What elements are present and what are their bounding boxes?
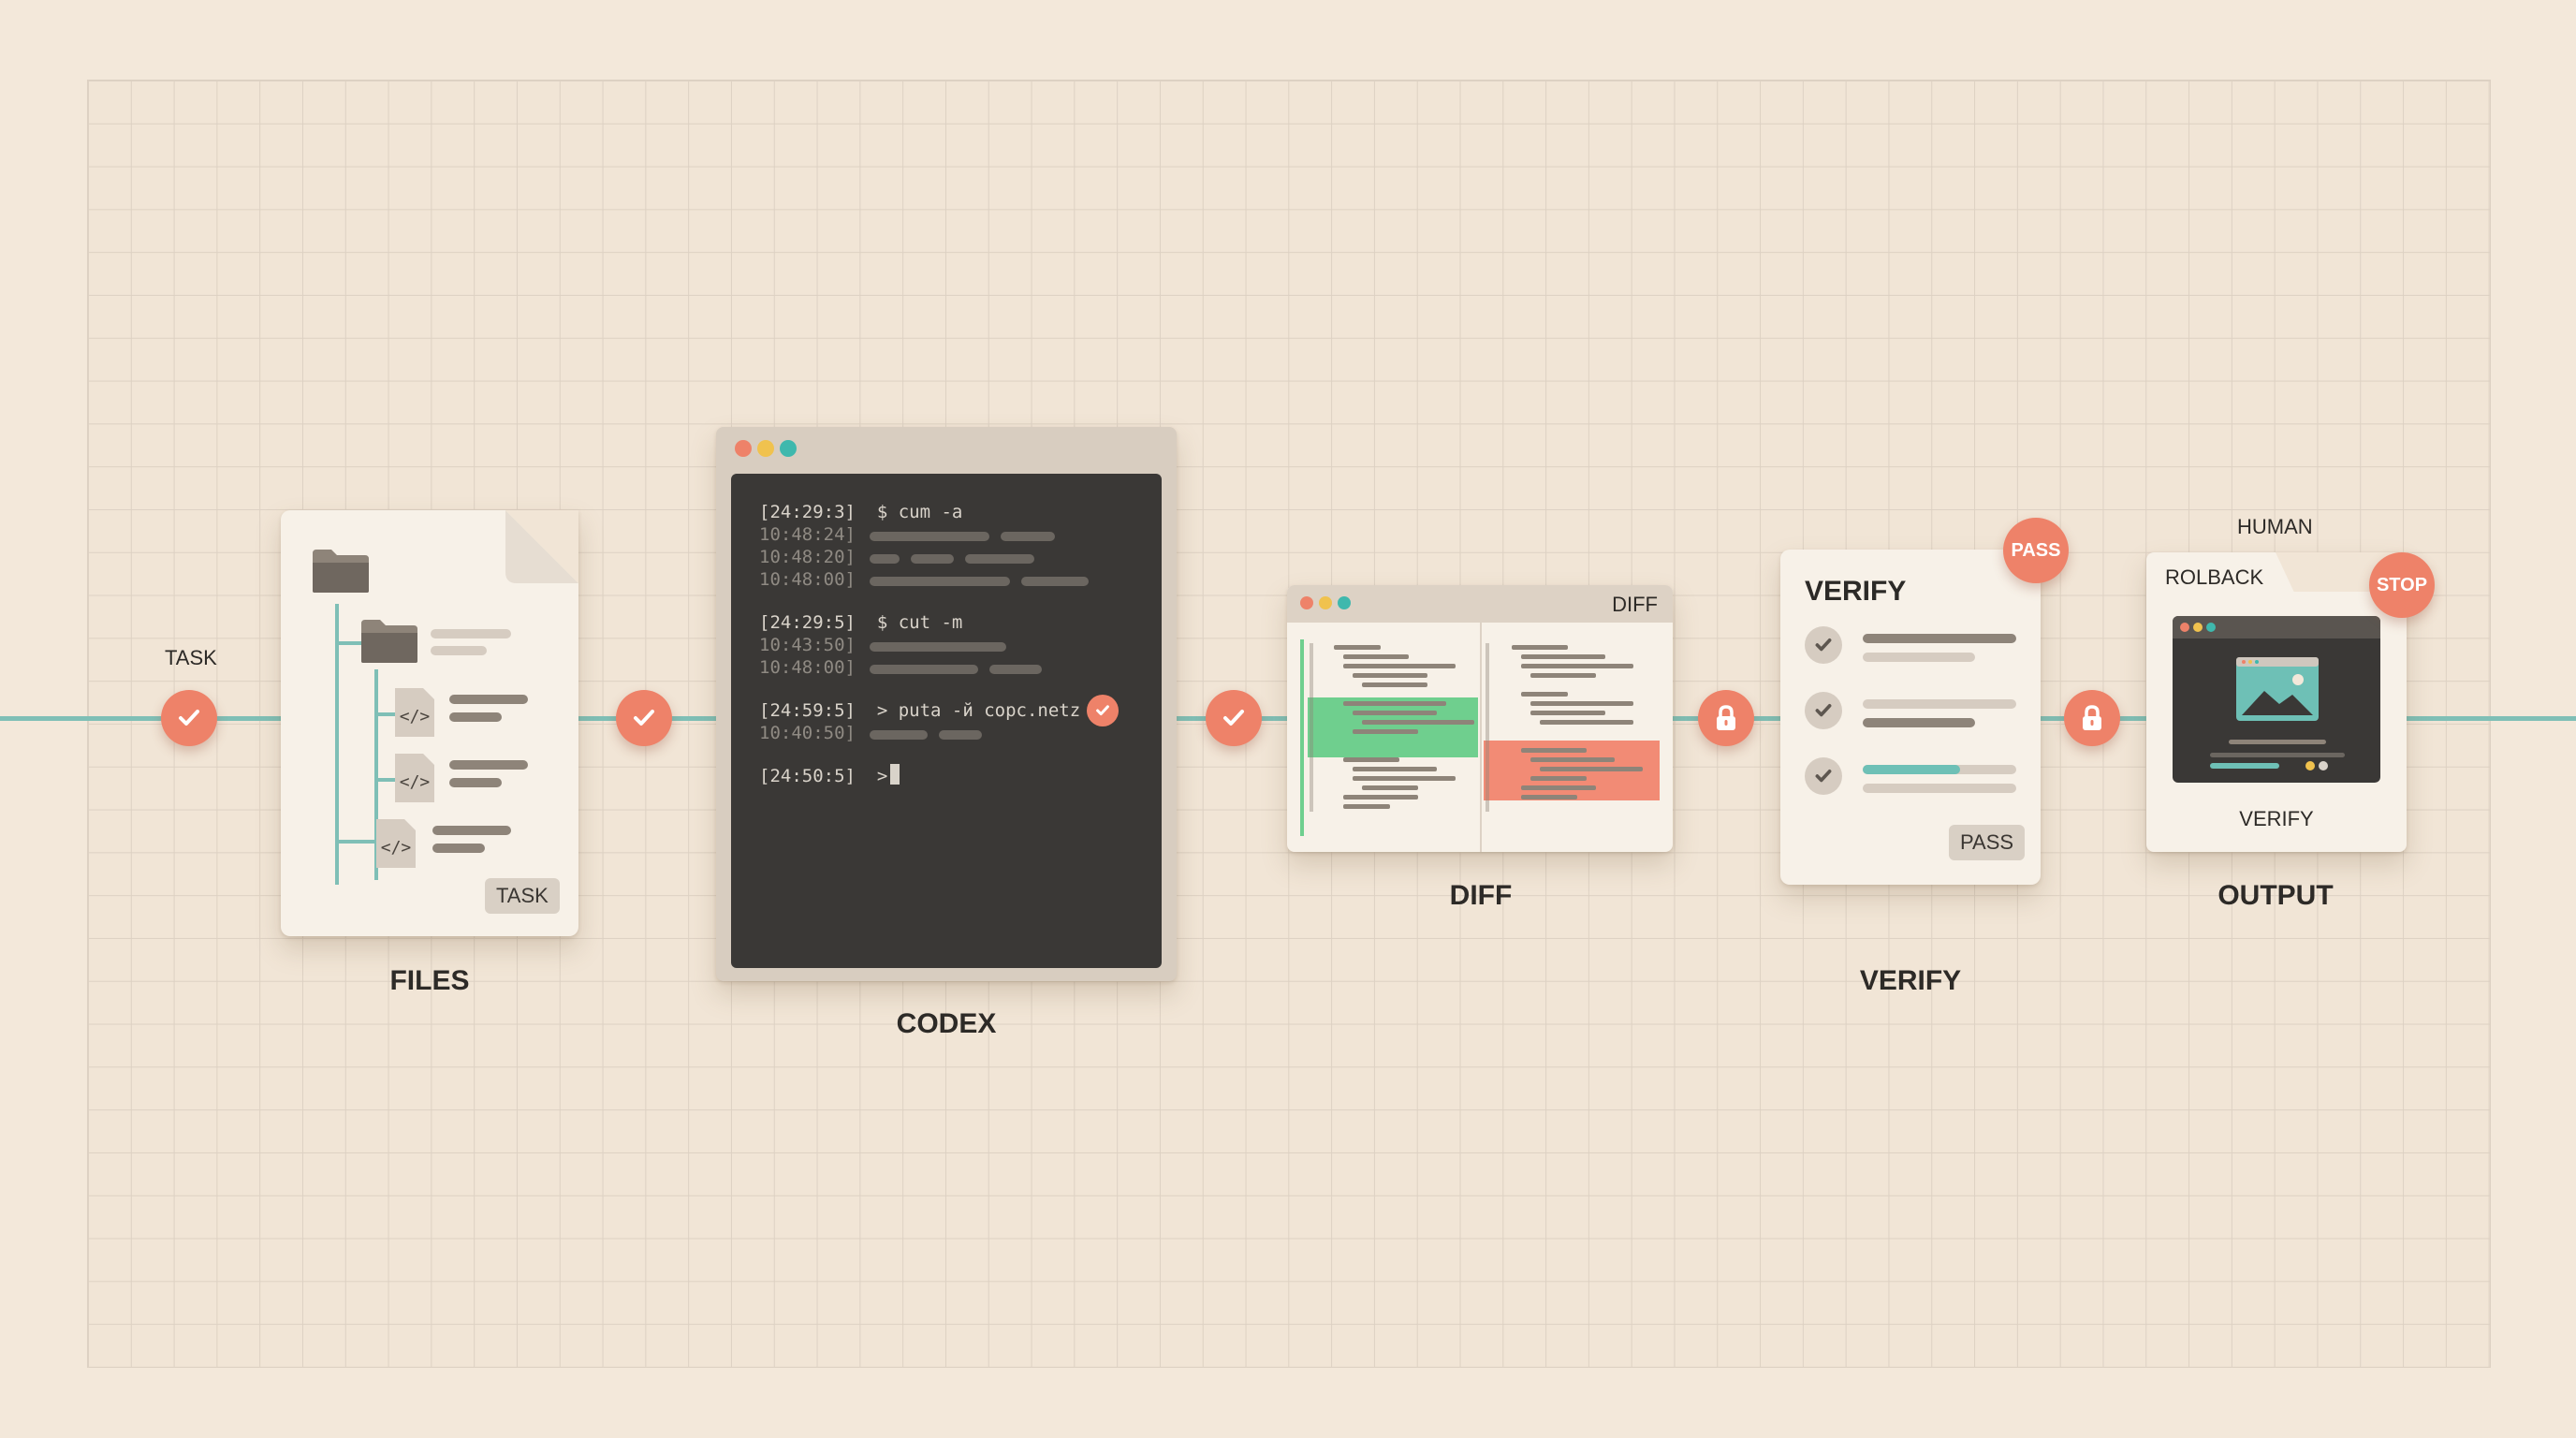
terminal-body[interactable]: [24:29:3] $ cum -a 10:48:24] 10:48:20] 1… — [731, 474, 1162, 968]
code-file-icon: </> — [376, 819, 416, 868]
close-dot[interactable] — [735, 440, 752, 457]
code-file-icon: </> — [395, 688, 434, 737]
verify-progress-fill — [1863, 765, 1960, 774]
diff-titlebar — [1287, 585, 1673, 623]
codex-terminal-window[interactable]: [24:29:3] $ cum -a 10:48:24] 10:48:20] 1… — [716, 427, 1177, 981]
files-card[interactable]: </> </> </> TASK — [281, 510, 578, 936]
verify-card[interactable]: VERIFY PASS — [1780, 550, 2041, 885]
check-icon — [179, 710, 199, 726]
svg-text:</>: </> — [400, 772, 431, 792]
terminal-line: 10:48:00] — [759, 657, 856, 678]
diff-divider — [1480, 623, 1482, 852]
terminal-line: 10:40:50] — [759, 723, 856, 743]
check-icon — [1223, 710, 1244, 726]
check-icon — [1815, 638, 1832, 652]
output-verify-label: VERIFY — [2239, 807, 2314, 830]
terminal-line: [24:29:5] $ cut -m — [759, 612, 963, 633]
output-card[interactable]: ROLBACK VERIFY — [2146, 552, 2407, 852]
page-fold-icon — [505, 510, 578, 583]
diff-added-block — [1308, 697, 1478, 757]
diff-code-lines — [1310, 643, 1643, 812]
diff-lock-node[interactable] — [1698, 690, 1754, 746]
terminal-line: 10:48:24] — [759, 524, 856, 545]
verify-card-title: VERIFY — [1805, 576, 1907, 607]
output-stage-label: OUTPUT — [2217, 880, 2334, 911]
verify-lock-node[interactable] — [2064, 690, 2120, 746]
files-check-node[interactable] — [616, 690, 672, 746]
task-node-label: TASK — [165, 646, 217, 669]
terminal-cursor — [890, 764, 900, 785]
terminal-line: [24:59:5] > puta -й copc.netz — [759, 700, 1081, 721]
svg-text:</>: </> — [400, 707, 431, 726]
code-file-icon: </> — [395, 754, 434, 802]
human-label: HUMAN — [2237, 515, 2313, 538]
check-icon — [634, 710, 654, 726]
maximize-dot[interactable] — [780, 440, 797, 457]
terminal-line: [24:29:3] $ cum -a — [759, 502, 963, 522]
check-icon — [1815, 704, 1832, 717]
terminal-prompt[interactable]: [24:50:5] > — [759, 766, 899, 786]
minimize-dot[interactable] — [757, 440, 774, 457]
verify-check-item[interactable] — [1805, 626, 1842, 664]
pass-pill: PASS — [1949, 825, 2026, 860]
terminal-line: 10:43:50] — [759, 635, 856, 655]
svg-text:</>: </> — [381, 838, 412, 858]
verify-stage-label: VERIFY — [1859, 965, 1962, 996]
tree-line — [335, 604, 339, 885]
output-preview-window[interactable] — [2173, 616, 2380, 783]
check-icon — [1815, 770, 1832, 783]
image-icon — [2236, 657, 2319, 721]
terminal-line: 10:48:00] — [759, 569, 856, 590]
files-stage-label: FILES — [389, 965, 470, 996]
codex-check-node[interactable] — [1206, 690, 1262, 746]
lock-icon — [2083, 705, 2101, 730]
codex-stage-label: CODEX — [896, 1008, 997, 1039]
task-pill: TASK — [485, 878, 560, 914]
terminal-line: 10:48:20] — [759, 547, 856, 567]
stop-badge[interactable]: STOP — [2369, 552, 2435, 618]
verify-check-item[interactable] — [1805, 692, 1842, 729]
diff-header-label: DIFF — [1612, 593, 1658, 616]
folder-icon — [313, 550, 369, 593]
diff-stage-label: DIFF — [1449, 880, 1513, 911]
check-icon — [1096, 705, 1109, 716]
diff-window[interactable]: DIFF — [1287, 585, 1673, 852]
task-check-node[interactable] — [161, 690, 217, 746]
lock-icon — [1717, 705, 1735, 730]
rollback-label[interactable]: ROLBACK — [2165, 565, 2264, 589]
success-badge — [1087, 695, 1119, 726]
verify-check-item[interactable] — [1805, 757, 1842, 795]
folder-icon — [361, 620, 417, 663]
pass-badge: PASS — [2003, 518, 2069, 583]
